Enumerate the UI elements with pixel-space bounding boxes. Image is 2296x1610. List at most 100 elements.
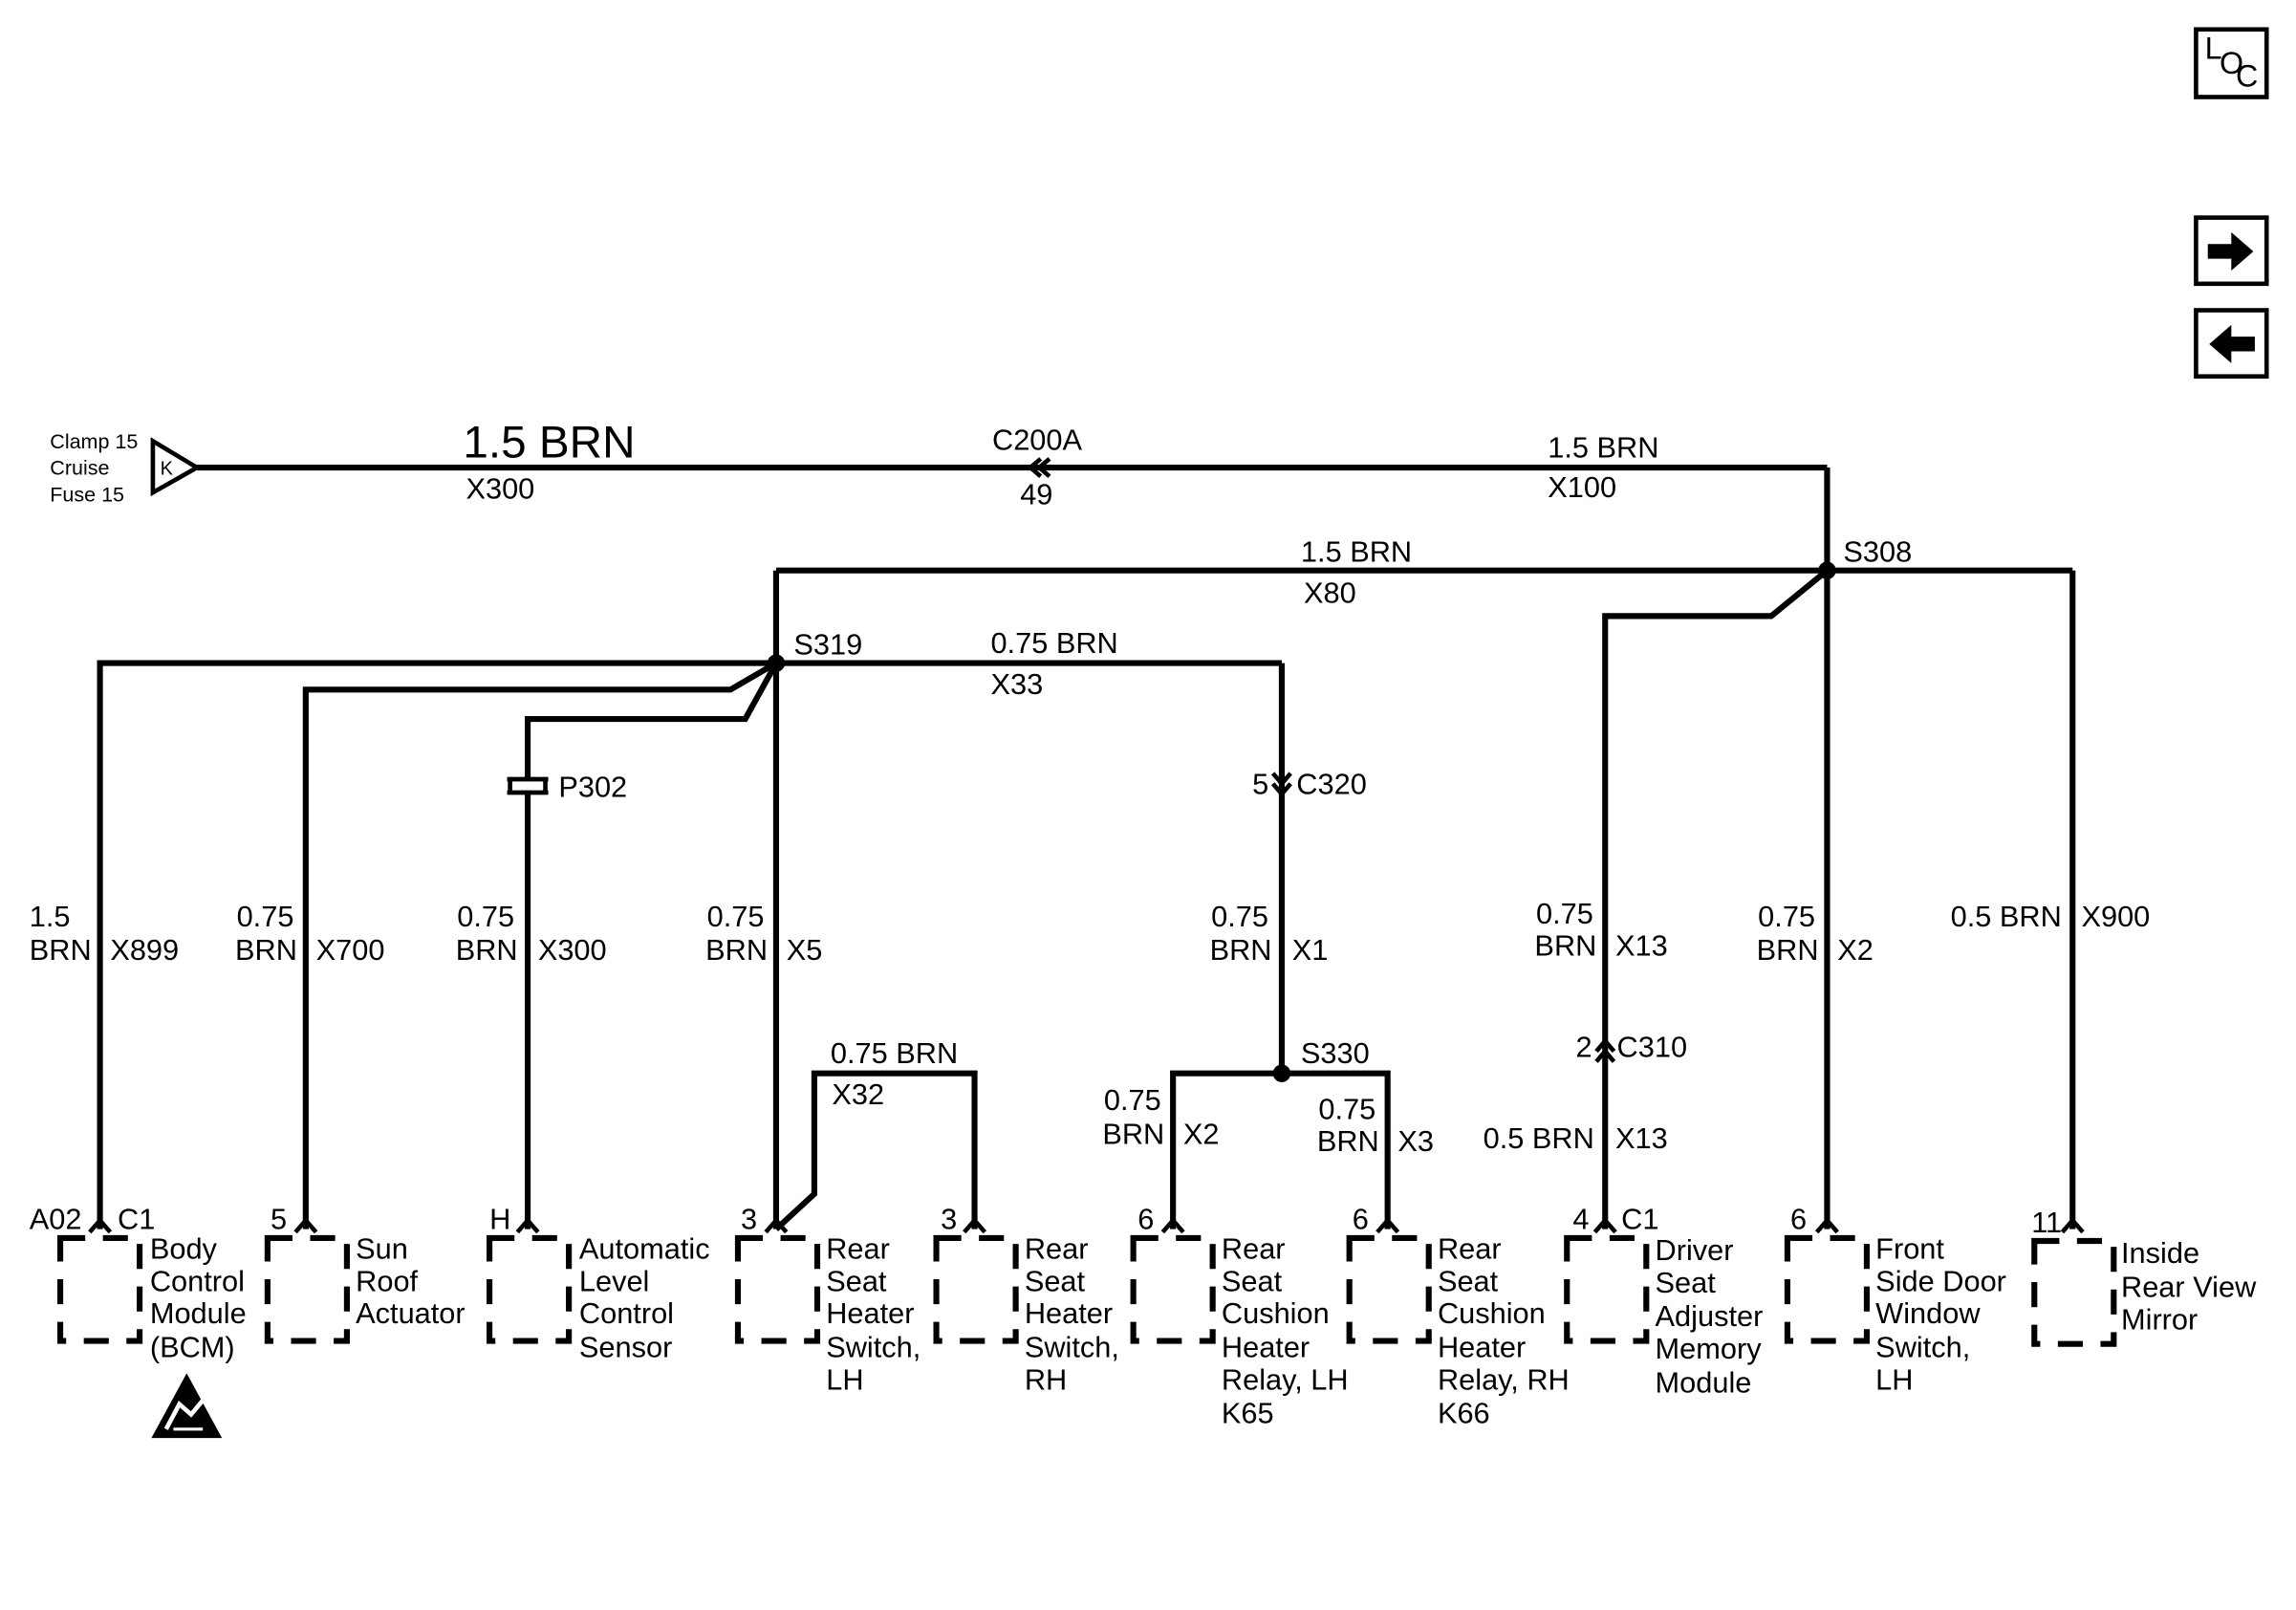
component-name-line: RH bbox=[1025, 1362, 1067, 1396]
bcm-color: BRN bbox=[30, 933, 92, 967]
component-front-door-window-switch: 6 Front Side Door Window Switch, LH bbox=[1784, 1203, 2006, 1396]
component-name-line: Front bbox=[1875, 1231, 1944, 1265]
component-box bbox=[487, 1234, 573, 1344]
component-name-line: Seat bbox=[1025, 1264, 1086, 1297]
component-pin: 6 bbox=[1353, 1203, 1369, 1236]
branch-labels: 1.5 BRN X899 0.75 BRN X700 0.75 BRN X300… bbox=[30, 897, 2151, 1158]
k65-gauge: 0.75 bbox=[1104, 1083, 1161, 1117]
splice-s308-label: S308 bbox=[1843, 534, 1912, 568]
component-name-line: Sun bbox=[356, 1231, 408, 1265]
component-name-line: Heater bbox=[1438, 1330, 1526, 1363]
component-box bbox=[1784, 1234, 1871, 1344]
rs-lh-circuit: X5 bbox=[787, 933, 823, 967]
k65-circuit: X2 bbox=[1183, 1117, 1220, 1150]
component-name-line: Module bbox=[150, 1296, 247, 1330]
source-line-1: Clamp 15 bbox=[50, 430, 138, 453]
component-name-line: Memory bbox=[1656, 1332, 1763, 1365]
x33-gauge: 0.75 BRN bbox=[990, 626, 1117, 660]
component-box bbox=[1130, 1234, 1216, 1344]
memory-upper-circuit: X13 bbox=[1615, 929, 1668, 963]
mirror-circuit: X900 bbox=[2081, 900, 2150, 933]
component-inside-rear-view-mirror: 11 Inside Rear View Mirror bbox=[2031, 1206, 2257, 1347]
component-name-line: LH bbox=[826, 1362, 863, 1396]
c310-label: C310 bbox=[1617, 1031, 1688, 1064]
source-terminal-letter: K bbox=[161, 459, 174, 480]
component-pin: H bbox=[489, 1203, 510, 1236]
wiring bbox=[88, 457, 2085, 1234]
loc-button[interactable]: L O C bbox=[2194, 27, 2269, 99]
top-left-gauge: 1.5 BRN bbox=[463, 417, 635, 468]
c320-label: C320 bbox=[1296, 767, 1367, 800]
component-cushion-heater-relay-lh: 6 Rear Seat Cushion Heater Relay, LH K65 bbox=[1130, 1203, 1349, 1430]
component-level-sensor: H Automatic Level Control Sensor bbox=[487, 1203, 710, 1363]
component-name-line: Rear bbox=[826, 1231, 890, 1265]
x80-gauge: 1.5 BRN bbox=[1301, 534, 1412, 568]
splice-s330-dot bbox=[1272, 1064, 1291, 1082]
component-name-line: Relay, RH bbox=[1438, 1362, 1570, 1396]
component-box bbox=[2031, 1237, 2117, 1347]
component-name-line: Level bbox=[579, 1264, 650, 1297]
component-name-line: K66 bbox=[1438, 1397, 1490, 1430]
component-name-line: LH bbox=[1875, 1362, 1913, 1396]
connector-c200a-pin: 49 bbox=[1020, 477, 1052, 511]
x80-circuit: X80 bbox=[1304, 577, 1356, 610]
component-connector: C1 bbox=[118, 1203, 155, 1236]
component-name-line: Seat bbox=[1438, 1264, 1499, 1297]
previous-page-button[interactable] bbox=[2194, 308, 2269, 380]
memory-upper-color: BRN bbox=[1534, 929, 1596, 963]
component-rear-seat-heater-switch-lh: 3 Rear Seat Heater Switch, LH bbox=[734, 1203, 921, 1396]
component-name-line: Heater bbox=[1222, 1330, 1310, 1363]
component-name-line: Driver bbox=[1656, 1233, 1734, 1267]
top-left-circuit: X300 bbox=[466, 471, 534, 505]
next-page-button[interactable] bbox=[2194, 215, 2269, 287]
component-name-line: Cushion bbox=[1438, 1296, 1546, 1330]
power-source: Clamp 15 Cruise Fuse 15 K bbox=[50, 430, 202, 506]
splice-s330-label: S330 bbox=[1301, 1036, 1370, 1070]
component-name-line: Cushion bbox=[1222, 1296, 1330, 1330]
k65-color: BRN bbox=[1102, 1117, 1164, 1150]
component-pin: 4 bbox=[1572, 1203, 1589, 1236]
window-circuit: X2 bbox=[1837, 933, 1874, 967]
component-name-line: Adjuster bbox=[1656, 1299, 1764, 1333]
rs-lh-color: BRN bbox=[705, 933, 768, 967]
component-name-line: Control bbox=[150, 1264, 245, 1297]
component-name-line: Rear bbox=[1025, 1231, 1089, 1265]
component-box bbox=[1346, 1234, 1432, 1344]
component-name-line: Switch, bbox=[1025, 1330, 1119, 1363]
component-name-line: Inside bbox=[2121, 1236, 2199, 1270]
k66-circuit: X3 bbox=[1397, 1124, 1434, 1158]
right-arrow-icon bbox=[2207, 231, 2254, 271]
loc-letter-l: L bbox=[2205, 32, 2222, 66]
component-driver-seat-memory-module: 4 C1 Driver Seat Adjuster Memory Module bbox=[1564, 1203, 1764, 1399]
bcm-circuit: X899 bbox=[110, 933, 179, 967]
c320-down-gauge: 0.75 bbox=[1211, 900, 1268, 933]
x32-gauge: 0.75 BRN bbox=[831, 1036, 958, 1070]
loc-letter-c: C bbox=[2236, 59, 2258, 94]
component-name-line: Mirror bbox=[2121, 1302, 2198, 1336]
component-name-line: Rear bbox=[1438, 1231, 1502, 1265]
window-gauge: 0.75 bbox=[1758, 900, 1815, 933]
component-pin: 5 bbox=[271, 1203, 287, 1236]
component-name-line: Seat bbox=[1222, 1264, 1283, 1297]
component-name-line: K65 bbox=[1222, 1397, 1274, 1430]
component-name-line: (BCM) bbox=[150, 1330, 235, 1363]
component-box bbox=[734, 1234, 821, 1344]
source-line-2: Cruise bbox=[50, 457, 109, 480]
component-bcm: A02 C1 Body Control Module (BCM) bbox=[30, 1203, 247, 1439]
c320-down-color: BRN bbox=[1210, 933, 1272, 967]
component-box bbox=[933, 1234, 1019, 1344]
component-pin: 6 bbox=[1137, 1203, 1154, 1236]
memory-lower-circuit: X13 bbox=[1615, 1121, 1668, 1155]
k66-gauge: 0.75 bbox=[1318, 1092, 1375, 1125]
component-pin: 11 bbox=[2031, 1206, 2062, 1239]
sunroof-gauge: 0.75 bbox=[237, 900, 294, 933]
top-right-circuit: X100 bbox=[1548, 470, 1616, 504]
window-color: BRN bbox=[1757, 933, 1819, 967]
bcm-gauge: 1.5 bbox=[30, 900, 71, 933]
c310-pin: 2 bbox=[1575, 1031, 1592, 1064]
level-color: BRN bbox=[456, 933, 518, 967]
splice-s319-dot bbox=[767, 654, 786, 672]
component-box bbox=[1564, 1234, 1650, 1344]
sunroof-color: BRN bbox=[235, 933, 297, 967]
component-rear-seat-heater-switch-rh: 3 Rear Seat Heater Switch, RH bbox=[933, 1203, 1119, 1396]
